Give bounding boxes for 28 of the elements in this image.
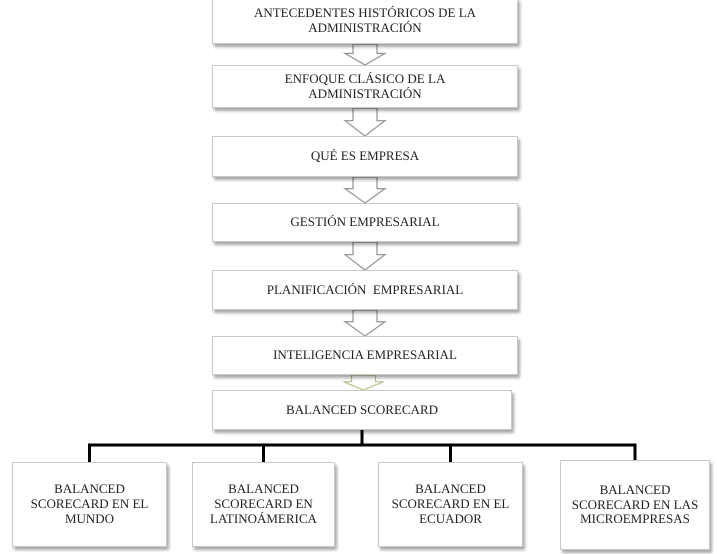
box-label: INTELIGENCIA EMPRESARIAL <box>273 348 457 363</box>
process-box <box>12 462 167 547</box>
box-label: QUÉ ES EMPRESA <box>310 149 420 164</box>
box-label: ANTECEDENTES HISTÓRICOS DE LA ADMINISTRACIÓN <box>252 6 478 36</box>
process-box <box>192 462 335 547</box>
process-box <box>212 270 518 310</box>
process-box <box>378 462 523 547</box>
box-label: BALANCED SCORECARD EN LATINOÁMERICA <box>209 482 318 527</box>
process-box <box>212 203 518 242</box>
process-box <box>212 65 518 108</box>
process-box <box>560 460 710 550</box>
process-box <box>212 0 518 44</box>
block-arrow <box>342 374 384 391</box>
box-label: ENFOQUE CLÁSICO DE LA ADMINISTRACIÓN <box>284 72 446 102</box>
box-label: BALANCED SCORECARD EN LAS MICROEMPRESAS <box>570 482 700 528</box>
block-arrow <box>343 241 387 271</box>
box-label: PLANIFICACIÓN EMPRESARIAL <box>266 282 464 298</box>
block-arrow <box>342 43 388 66</box>
box-label: BALANCED SCORECARD EN EL ECUADOR <box>390 482 510 527</box>
box-label: BALANCED SCORECARD <box>286 402 438 418</box>
box-label: GESTIÓN EMPRESARIAL <box>290 215 440 230</box>
block-arrow <box>343 107 387 137</box>
block-arrow <box>342 176 388 204</box>
process-box <box>212 136 518 177</box>
process-box <box>212 390 512 430</box>
block-arrow <box>342 309 388 337</box>
box-label: BALANCED SCORECARD EN EL MUNDO <box>30 482 150 527</box>
process-box <box>212 336 518 375</box>
